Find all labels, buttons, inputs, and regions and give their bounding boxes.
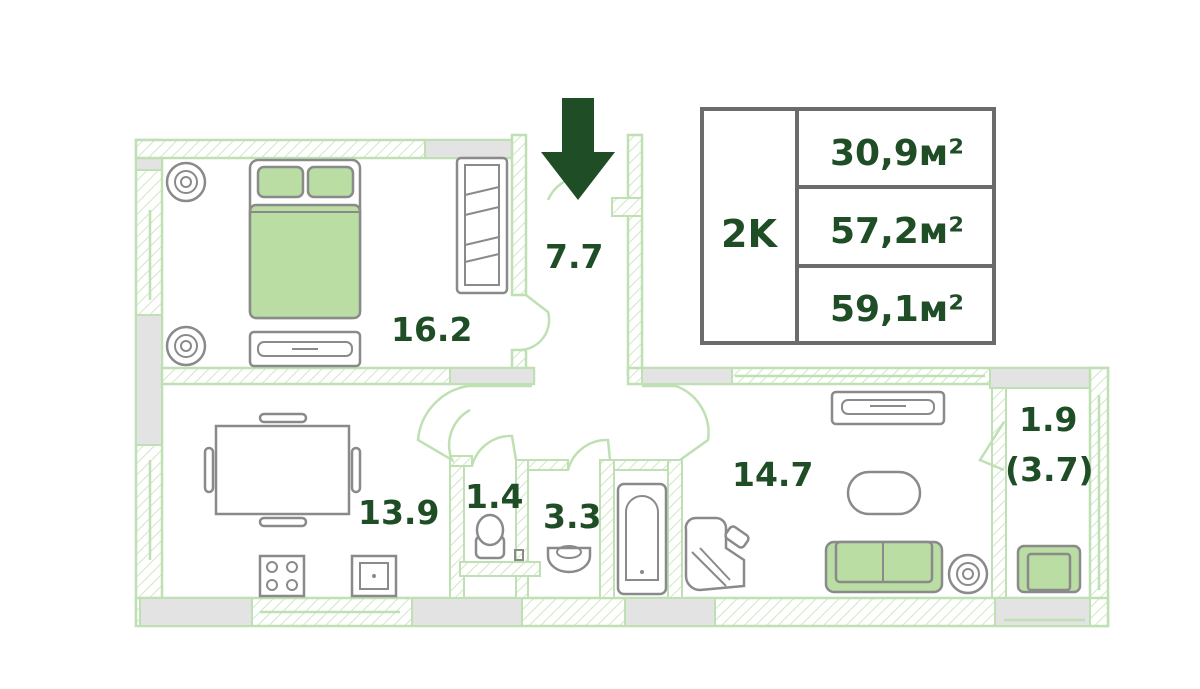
room-area-toilet: 1.4 [465,477,523,516]
room-area-hallway: 7.7 [545,237,603,276]
entrance-arrow-icon [541,98,615,200]
room-area-bedroom: 16.2 [391,310,472,349]
total-area-with-loggia-value: 59,1м² [830,289,964,330]
apartment-info-box: 2K 30,9м² 57,2м² 59,1м² [700,107,996,345]
wardrobe-icon [455,156,509,295]
plant-icon [165,161,207,203]
total-area-value: 57,2м² [830,211,964,252]
dining-table-icon [203,412,362,528]
walls [134,133,1110,628]
sink-icon [350,554,398,598]
room-area-loggia-full: (3.7) [1005,450,1094,489]
coffee-table-icon [846,470,922,516]
desk-chair-icon [684,516,750,592]
room-area-living-room: 14.7 [732,455,813,494]
toilet-icon [474,513,506,560]
doors [416,174,1006,472]
stove-icon [258,554,306,598]
apartment-type: 2K [721,212,778,256]
armchair-icon [1016,544,1082,594]
plant-icon [947,553,989,595]
sofa-icon [824,540,944,594]
living-area-value: 30,9м² [830,133,964,174]
bathtub-icon [616,482,668,596]
double-bed-icon [248,158,362,320]
room-area-loggia: 1.9 [1019,400,1077,439]
room-area-bathroom: 3.3 [543,497,601,536]
dresser-icon [248,330,362,368]
washbasin-icon [514,545,592,574]
tv-unit-icon [830,390,946,426]
room-area-kitchen: 13.9 [358,493,439,532]
plant-icon [165,325,207,367]
